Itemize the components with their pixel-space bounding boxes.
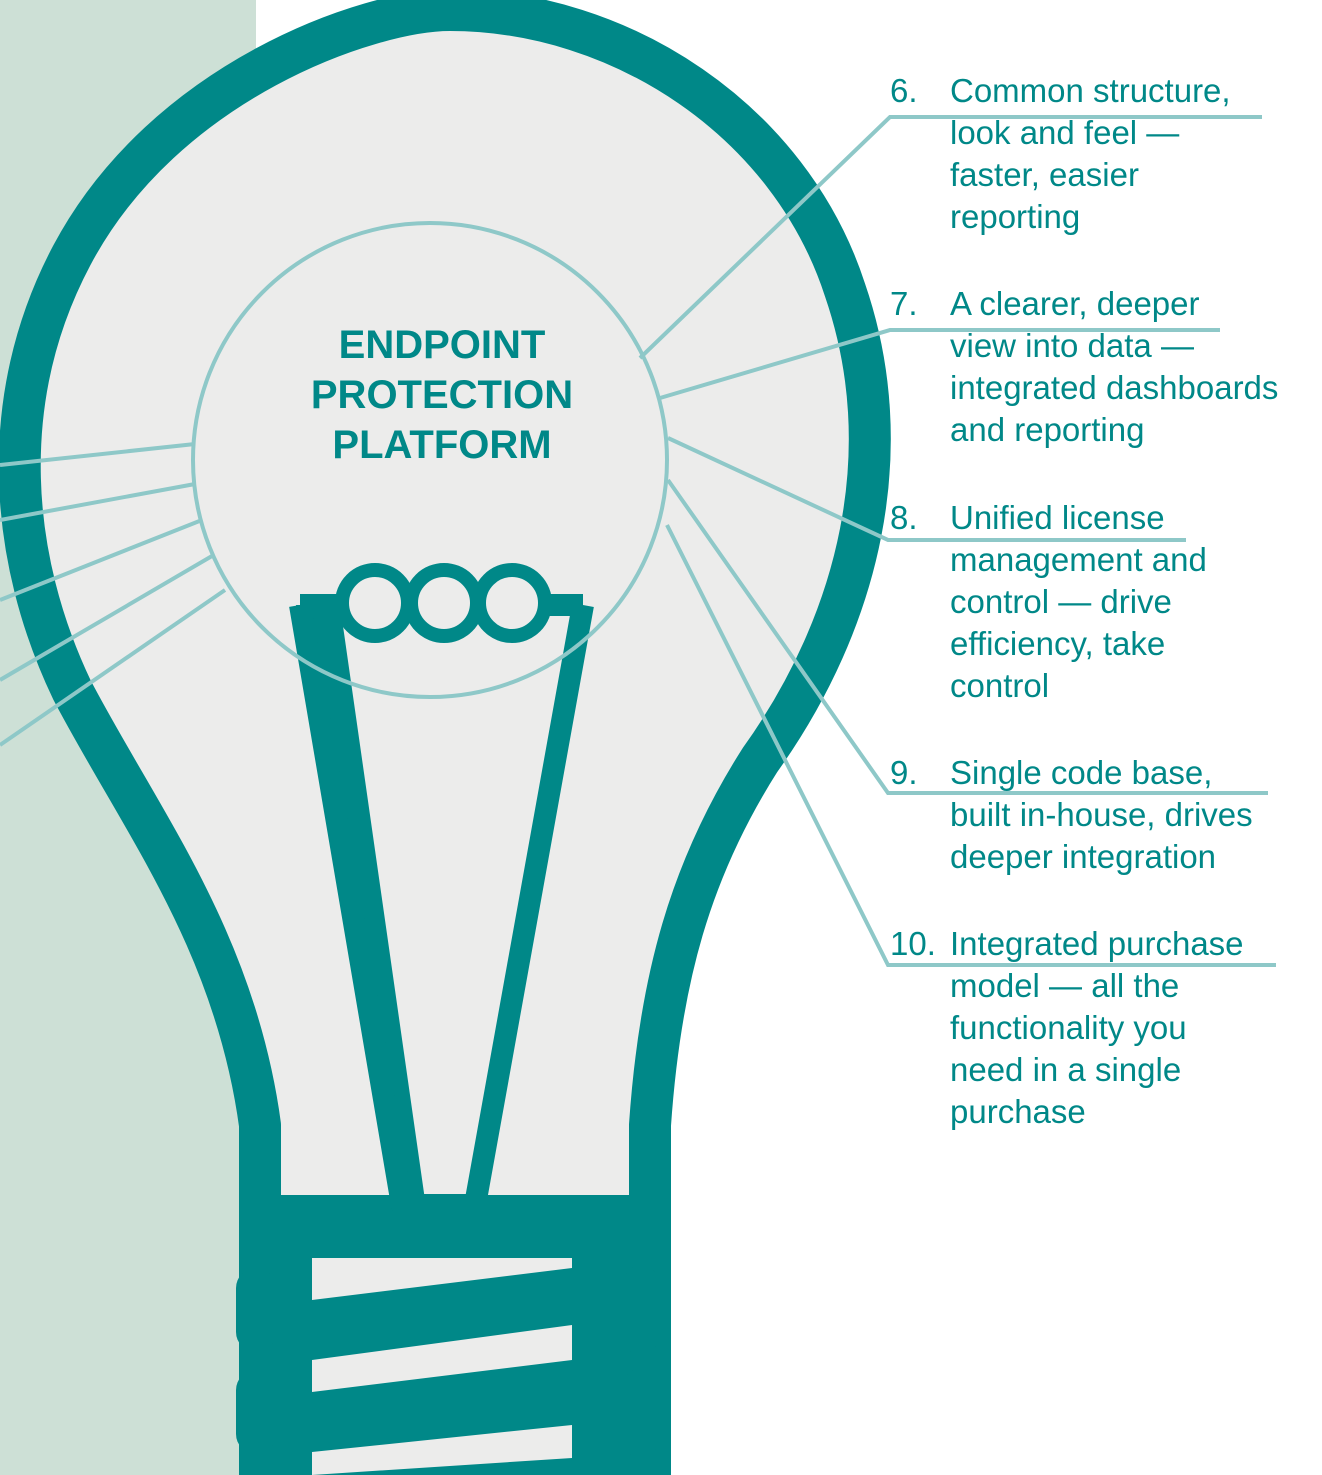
screw-rib-left-1 — [236, 1268, 276, 1352]
filament-coil-2 — [404, 563, 484, 643]
item-number: 7. — [890, 285, 918, 322]
left-connector-4 — [0, 554, 214, 682]
left-connector-5 — [0, 588, 227, 747]
item-line: model — all the — [950, 967, 1180, 1004]
connector-7 — [659, 328, 1220, 400]
filament-coil-3 — [472, 563, 552, 643]
item-number: 10. — [890, 925, 936, 962]
item-line: purchase — [950, 1093, 1086, 1130]
right-connectors — [638, 115, 1276, 967]
item-line: Common structure, — [950, 72, 1231, 109]
screw-rib-right-1 — [624, 1265, 658, 1355]
filament-coil-1 — [335, 563, 415, 643]
item-line: integrated dashboards — [950, 369, 1279, 406]
item-line: Integrated purchase — [950, 925, 1244, 962]
item-line: view into data — — [950, 327, 1194, 364]
bulb-base — [260, 1195, 650, 1475]
center-title-line-2: PROTECTION — [310, 373, 574, 417]
item-number: 9. — [890, 754, 918, 791]
center-title-line-1: ENDPOINT — [338, 323, 546, 367]
item-line: efficiency, take — [950, 625, 1166, 662]
screw-rib-left-2 — [236, 1370, 276, 1454]
connector-10 — [665, 524, 1276, 967]
left-connectors — [0, 442, 227, 747]
item-number: 6. — [890, 72, 918, 109]
left-connector-2 — [0, 482, 196, 522]
item-line: look and feel — — [950, 114, 1180, 151]
item-line: management and — [950, 541, 1207, 578]
item-line: reporting — [950, 198, 1081, 235]
item-line: control — drive — [950, 583, 1172, 620]
item-line: deeper integration — [950, 838, 1217, 875]
filament-wire — [289, 603, 594, 1216]
item-line: built in-house, drives — [950, 796, 1253, 833]
item-line: A clearer, deeper — [950, 285, 1200, 322]
left-connector-3 — [0, 518, 203, 602]
item-line: Single code base, — [950, 754, 1213, 791]
item-line: faster, easier — [950, 156, 1139, 193]
item-line: and reporting — [950, 411, 1145, 448]
item-line: control — [950, 667, 1050, 704]
center-circle — [191, 221, 669, 699]
connector-8 — [667, 436, 1186, 542]
screw-rib-right-2 — [624, 1368, 658, 1458]
item-line: need in a single — [950, 1051, 1182, 1088]
center-title: ENDPOINT PROTECTION PLATFORM — [262, 320, 622, 470]
left-connector-1 — [0, 442, 196, 467]
bulb-shape — [0, 0, 891, 1475]
center-title-line-3: PLATFORM — [332, 423, 552, 467]
item-line: Unified license — [950, 499, 1165, 536]
base-stripe-2 — [312, 1325, 572, 1392]
base-stripe-1 — [312, 1258, 572, 1300]
base-stripe-3 — [312, 1425, 572, 1475]
item-line: functionality you — [950, 1009, 1187, 1046]
connector-9 — [666, 478, 1268, 795]
item-number: 8. — [890, 499, 918, 536]
connector-6 — [638, 115, 1262, 360]
